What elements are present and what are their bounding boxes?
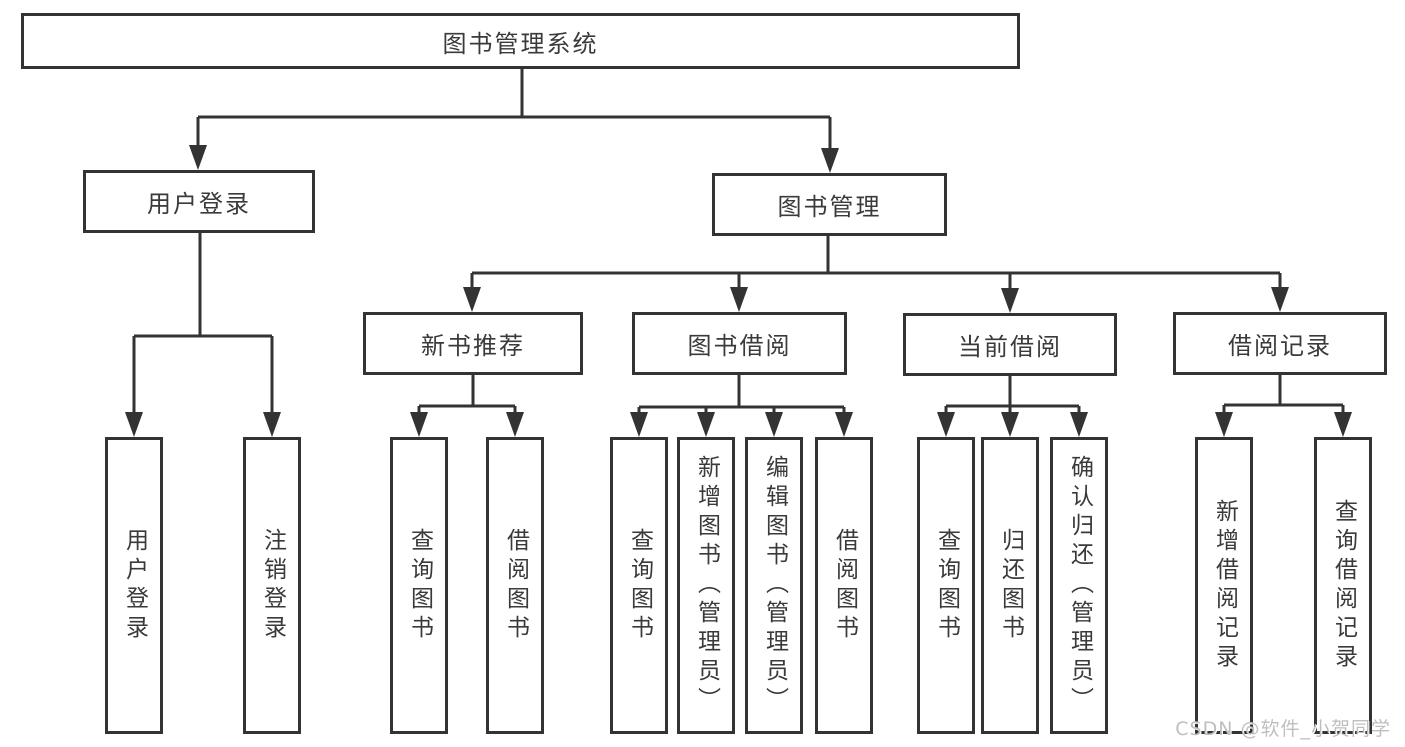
node-edit-book-admin: 编辑图书（管理员） bbox=[745, 437, 803, 734]
leaf-label: 借阅图书 bbox=[831, 527, 858, 644]
leaf-label: 新增借阅记录 bbox=[1211, 498, 1238, 673]
node-logout: 注销登录 bbox=[243, 437, 301, 734]
leaf-label: 归还图书 bbox=[997, 527, 1024, 644]
node-borrowing-records: 借阅记录 bbox=[1173, 312, 1387, 375]
node-return-book: 归还图书 bbox=[981, 437, 1039, 734]
leaf-label: 查询图书 bbox=[626, 527, 653, 644]
leaf-label: 借阅图书 bbox=[502, 527, 529, 644]
node-user-login-leaf: 用户登录 bbox=[105, 437, 163, 734]
csdn-watermark: CSDN @软件_小贺同学 bbox=[1175, 718, 1391, 740]
arrowhead-icons bbox=[125, 145, 1352, 437]
node-query-books: 查询图书 bbox=[610, 437, 668, 734]
node-query-borrow-record: 查询借阅记录 bbox=[1314, 437, 1372, 734]
node-new-book-recommend: 新书推荐 bbox=[363, 312, 583, 375]
node-query-books: 查询图书 bbox=[917, 437, 975, 734]
leaf-label: 确认归还（管理员） bbox=[1066, 455, 1093, 716]
node-add-borrow-record: 新增借阅记录 bbox=[1195, 437, 1253, 734]
leaf-label: 查询图书 bbox=[933, 527, 960, 644]
node-add-book-admin: 新增图书（管理员） bbox=[677, 437, 735, 734]
node-current-borrowing: 当前借阅 bbox=[903, 313, 1117, 376]
node-user-login: 用户登录 bbox=[83, 170, 315, 233]
node-confirm-return-admin: 确认归还（管理员） bbox=[1050, 437, 1108, 734]
node-borrow-book: 借阅图书 bbox=[486, 437, 544, 734]
leaf-label: 查询借阅记录 bbox=[1330, 498, 1357, 673]
leaf-label: 编辑图书（管理员） bbox=[761, 455, 788, 716]
leaf-label: 注销登录 bbox=[259, 527, 286, 644]
node-book-borrowing: 图书借阅 bbox=[632, 312, 847, 375]
node-query-books: 查询图书 bbox=[390, 437, 448, 734]
node-library-system-root: 图书管理系统 bbox=[21, 13, 1020, 69]
leaf-label: 查询图书 bbox=[406, 527, 433, 644]
node-borrow-book: 借阅图书 bbox=[815, 437, 873, 734]
leaf-label: 用户登录 bbox=[121, 527, 148, 644]
node-book-management: 图书管理 bbox=[712, 173, 947, 236]
leaf-label: 新增图书（管理员） bbox=[693, 455, 720, 716]
